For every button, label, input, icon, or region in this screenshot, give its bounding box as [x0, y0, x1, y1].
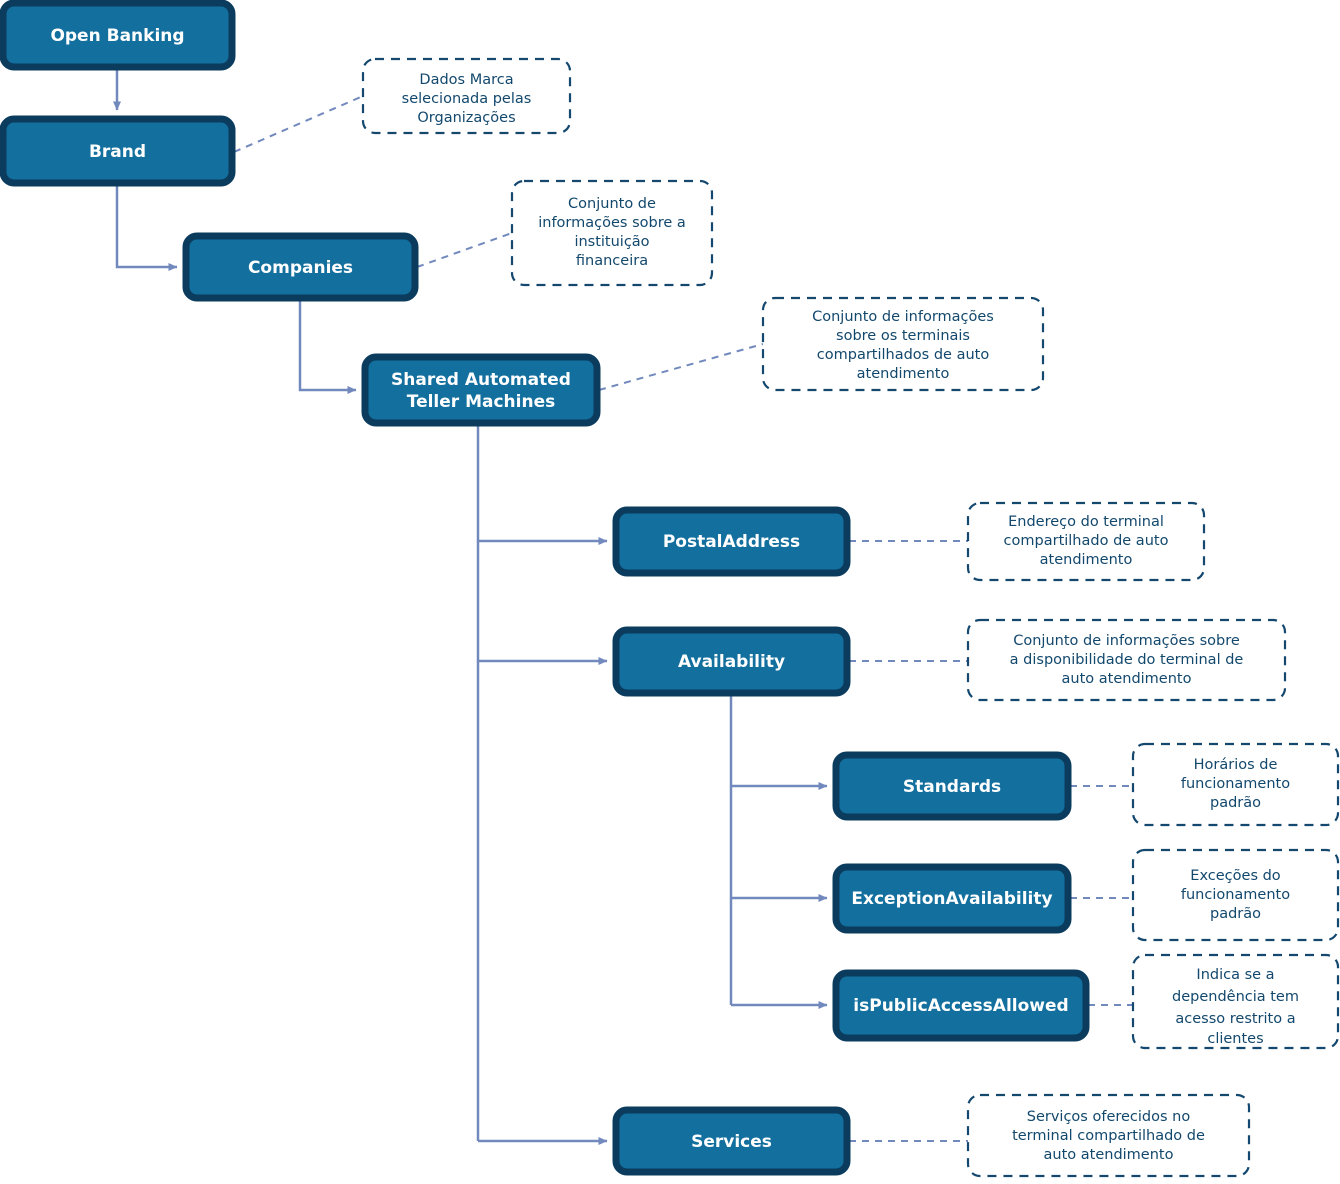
- node-companies-label: Companies: [248, 258, 353, 278]
- note-shared-atm-box: [761, 296, 1045, 392]
- note-services: Serviços oferecidos no terminal comparti…: [966, 1093, 1251, 1178]
- node-brand[interactable]: Brand: [0, 115, 236, 187]
- node-brand-box[interactable]: [0, 115, 236, 187]
- note-postal-address-line-1: Endereço do terminal: [1008, 514, 1164, 530]
- node-open-banking-label: Open Banking: [50, 26, 184, 46]
- note-brand: Dados Marca selecionada pelas Organizaçõ…: [361, 57, 572, 135]
- note-services-line-1: Serviços oferecidos no: [1027, 1109, 1191, 1125]
- note-standards-line-3: padrão: [1210, 795, 1261, 811]
- note-standards: Horários de funcionamento padrão: [1131, 742, 1340, 827]
- node-availability[interactable]: Availability: [612, 626, 851, 697]
- note-companies-line-2: informações sobre a: [538, 215, 686, 231]
- node-exception-availability-label: ExceptionAvailability: [851, 889, 1052, 909]
- note-is-public-access-allowed-line-2: dependência tem: [1172, 989, 1299, 1005]
- note-shared-atm: Conjunto de informações sobre os termina…: [761, 296, 1045, 392]
- note-availability: Conjunto de informações sobre a disponib…: [966, 618, 1287, 702]
- node-open-banking-box[interactable]: [0, 0, 236, 71]
- note-companies-line-3: instituição: [574, 234, 649, 250]
- note-availability-line-1: Conjunto de informações sobre: [1013, 633, 1240, 649]
- note-postal-address-box: [966, 501, 1206, 582]
- edge-brand-companies: [115, 183, 178, 271]
- node-standards[interactable]: Standards: [832, 751, 1072, 821]
- node-open-banking[interactable]: Open Banking: [0, 0, 236, 71]
- node-is-public-access-allowed-label: isPublicAccessAllowed: [853, 996, 1068, 1016]
- note-exception-availability: Exceções do funcionamento padrão: [1131, 848, 1340, 942]
- edge-shared-atm-note: [598, 343, 764, 391]
- node-postal-address-label: PostalAddress: [663, 532, 800, 552]
- note-availability-line-3: auto atendimento: [1062, 671, 1192, 687]
- note-standards-line-1: Horários de: [1194, 757, 1278, 773]
- note-layer: Dados Marca selecionada pelas Organizaçõ…: [361, 57, 1340, 1178]
- node-companies-box[interactable]: [182, 232, 419, 302]
- node-is-public-access-allowed[interactable]: isPublicAccessAllowed: [832, 969, 1090, 1042]
- node-exception-availability[interactable]: ExceptionAvailability: [832, 863, 1072, 934]
- note-services-line-3: auto atendimento: [1044, 1147, 1174, 1163]
- node-services-label: Services: [691, 1132, 772, 1152]
- note-companies-line-1: Conjunto de: [568, 196, 656, 212]
- node-postal-address[interactable]: PostalAddress: [612, 506, 851, 577]
- note-availability-line-2: a disponibilidade do terminal de: [1010, 652, 1244, 668]
- note-companies-line-4: financeira: [576, 253, 648, 269]
- edge-brand-note: [233, 95, 364, 153]
- note-is-public-access-allowed-line-4: clientes: [1207, 1031, 1263, 1047]
- note-postal-address-line-3: atendimento: [1040, 552, 1133, 568]
- note-companies: Conjunto de informações sobre a institui…: [510, 179, 714, 287]
- node-standards-box[interactable]: [832, 751, 1072, 821]
- note-connector-layer: [233, 95, 1133, 1142]
- note-exception-availability-box: [1131, 848, 1340, 942]
- note-brand-line-3: Organizações: [417, 110, 515, 126]
- node-is-public-access-allowed-box[interactable]: [832, 969, 1090, 1042]
- note-is-public-access-allowed: Indica se a dependência tem acesso restr…: [1131, 953, 1340, 1050]
- node-postal-address-box[interactable]: [612, 506, 851, 577]
- node-availability-label: Availability: [678, 652, 785, 672]
- note-brand-line-2: selecionada pelas: [402, 91, 532, 107]
- note-standards-box: [1131, 742, 1340, 827]
- note-is-public-access-allowed-line-1: Indica se a: [1196, 967, 1274, 983]
- node-exception-availability-box[interactable]: [832, 863, 1072, 934]
- note-services-box: [966, 1093, 1251, 1178]
- note-exception-availability-line-3: padrão: [1210, 906, 1261, 922]
- note-shared-atm-line-2: sobre os terminais: [836, 328, 970, 344]
- edge-companies-shared-atm: [298, 298, 357, 394]
- note-exception-availability-line-1: Exceções do: [1190, 868, 1281, 884]
- note-is-public-access-allowed-box: [1131, 953, 1340, 1050]
- note-brand-box: [361, 57, 572, 135]
- node-services-box[interactable]: [612, 1106, 851, 1176]
- note-postal-address-line-2: compartilhado de auto: [1004, 533, 1169, 549]
- edge-companies-note: [416, 232, 513, 268]
- note-shared-atm-line-3: compartilhados de auto: [817, 347, 990, 363]
- note-is-public-access-allowed-line-3: acesso restrito a: [1175, 1011, 1295, 1027]
- node-shared-atm-label-line-2: Teller Machines: [407, 392, 556, 412]
- node-shared-atm[interactable]: Shared Automated Teller Machines: [361, 353, 601, 427]
- note-brand-line-1: Dados Marca: [419, 72, 513, 88]
- node-shared-atm-box[interactable]: [361, 353, 601, 427]
- note-companies-box: [510, 179, 714, 287]
- note-standards-line-2: funcionamento: [1181, 776, 1290, 792]
- node-companies[interactable]: Companies: [182, 232, 419, 302]
- node-services[interactable]: Services: [612, 1106, 851, 1176]
- node-layer: Open Banking Brand Companies Shared Auto…: [0, 0, 1090, 1176]
- connector-layer: [113, 67, 828, 1145]
- note-services-line-2: terminal compartilhado de: [1012, 1128, 1205, 1144]
- note-exception-availability-line-2: funcionamento: [1181, 887, 1290, 903]
- node-shared-atm-label-line-1: Shared Automated: [391, 370, 571, 390]
- node-brand-label: Brand: [89, 142, 146, 162]
- note-postal-address: Endereço do terminal compartilhado de au…: [966, 501, 1206, 582]
- node-standards-label: Standards: [903, 777, 1001, 797]
- note-shared-atm-line-1: Conjunto de informações: [812, 309, 994, 325]
- note-shared-atm-line-4: atendimento: [857, 366, 950, 382]
- node-availability-box[interactable]: [612, 626, 851, 697]
- note-availability-box: [966, 618, 1287, 702]
